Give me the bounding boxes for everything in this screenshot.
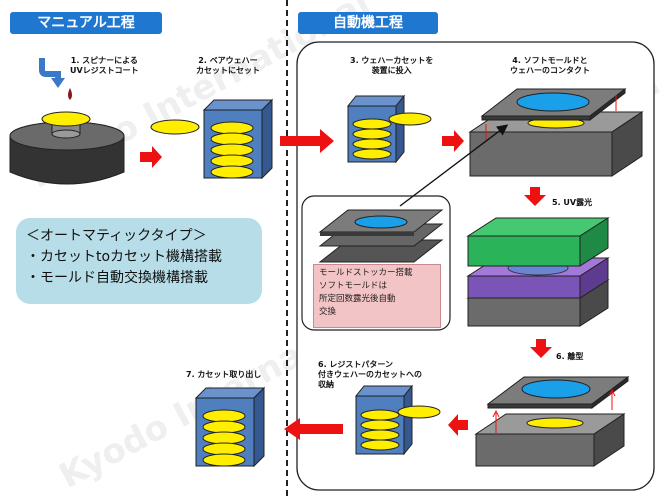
step-6b-caption: 6. レジストパターン付きウェハーのカセットへの収納: [318, 360, 422, 389]
cassette-step3: [346, 94, 432, 164]
stocker-link-arrow: [399, 124, 509, 207]
cassette-step6b: [354, 384, 441, 456]
step-3-caption: 3. ウェハーカセットを装置に投入: [350, 56, 434, 75]
wafer-in: [397, 405, 441, 419]
patterned-wafer: [526, 417, 584, 429]
step-6-caption: 6. 離型: [556, 352, 584, 361]
dispense-arrow: [39, 58, 61, 80]
auto-process-header: 自動機工程: [298, 12, 438, 34]
automatic-type-item: ・カセットtoカセット機構搭載: [26, 249, 223, 265]
manual-process-header: マニュアル工程: [10, 12, 162, 34]
resist-drop: [68, 88, 72, 100]
bare-wafer: [150, 119, 200, 135]
cassette-step7: [194, 386, 266, 468]
step-5-caption: 5. UV露光: [552, 198, 593, 207]
automatic-type-item: ・モールド自動交換機構搭載: [26, 270, 208, 286]
arrow-6b-7: [284, 418, 343, 440]
stocker-note: モールドストッカー搭載 ソフトモールドは 所定回数露光後自動 交換: [313, 264, 441, 328]
contact-step4: [468, 87, 644, 177]
step-4-caption: 4. ソフトモールドとウェハーのコンタクト: [510, 56, 590, 75]
mold-stack: [318, 209, 444, 263]
arrow-4-5: [524, 187, 546, 206]
arrow-6-6b: [448, 414, 468, 436]
arrow-1-2: [140, 146, 162, 168]
automatic-type-box: ＜オートマティックタイプ＞ ・カセットtoカセット機構搭載 ・モールド自動交換機…: [16, 218, 262, 304]
cassette-step2: [202, 98, 274, 180]
release-step6: [474, 376, 630, 467]
step-2-caption: 2. ベアウェハーカセットにセット: [196, 56, 260, 75]
arrow-3-4: [442, 130, 464, 152]
coated-wafer: [41, 111, 91, 127]
automatic-type-title: ＜オートマティックタイプ＞: [26, 228, 207, 244]
step-7-caption: 7. カセット取り出し: [186, 370, 262, 379]
spinner-illustration: [9, 58, 125, 185]
arrow-5-6: [530, 339, 552, 358]
wafer-out: [388, 112, 432, 126]
uv-step5: [466, 217, 610, 327]
arrow-2-3: [280, 129, 334, 153]
